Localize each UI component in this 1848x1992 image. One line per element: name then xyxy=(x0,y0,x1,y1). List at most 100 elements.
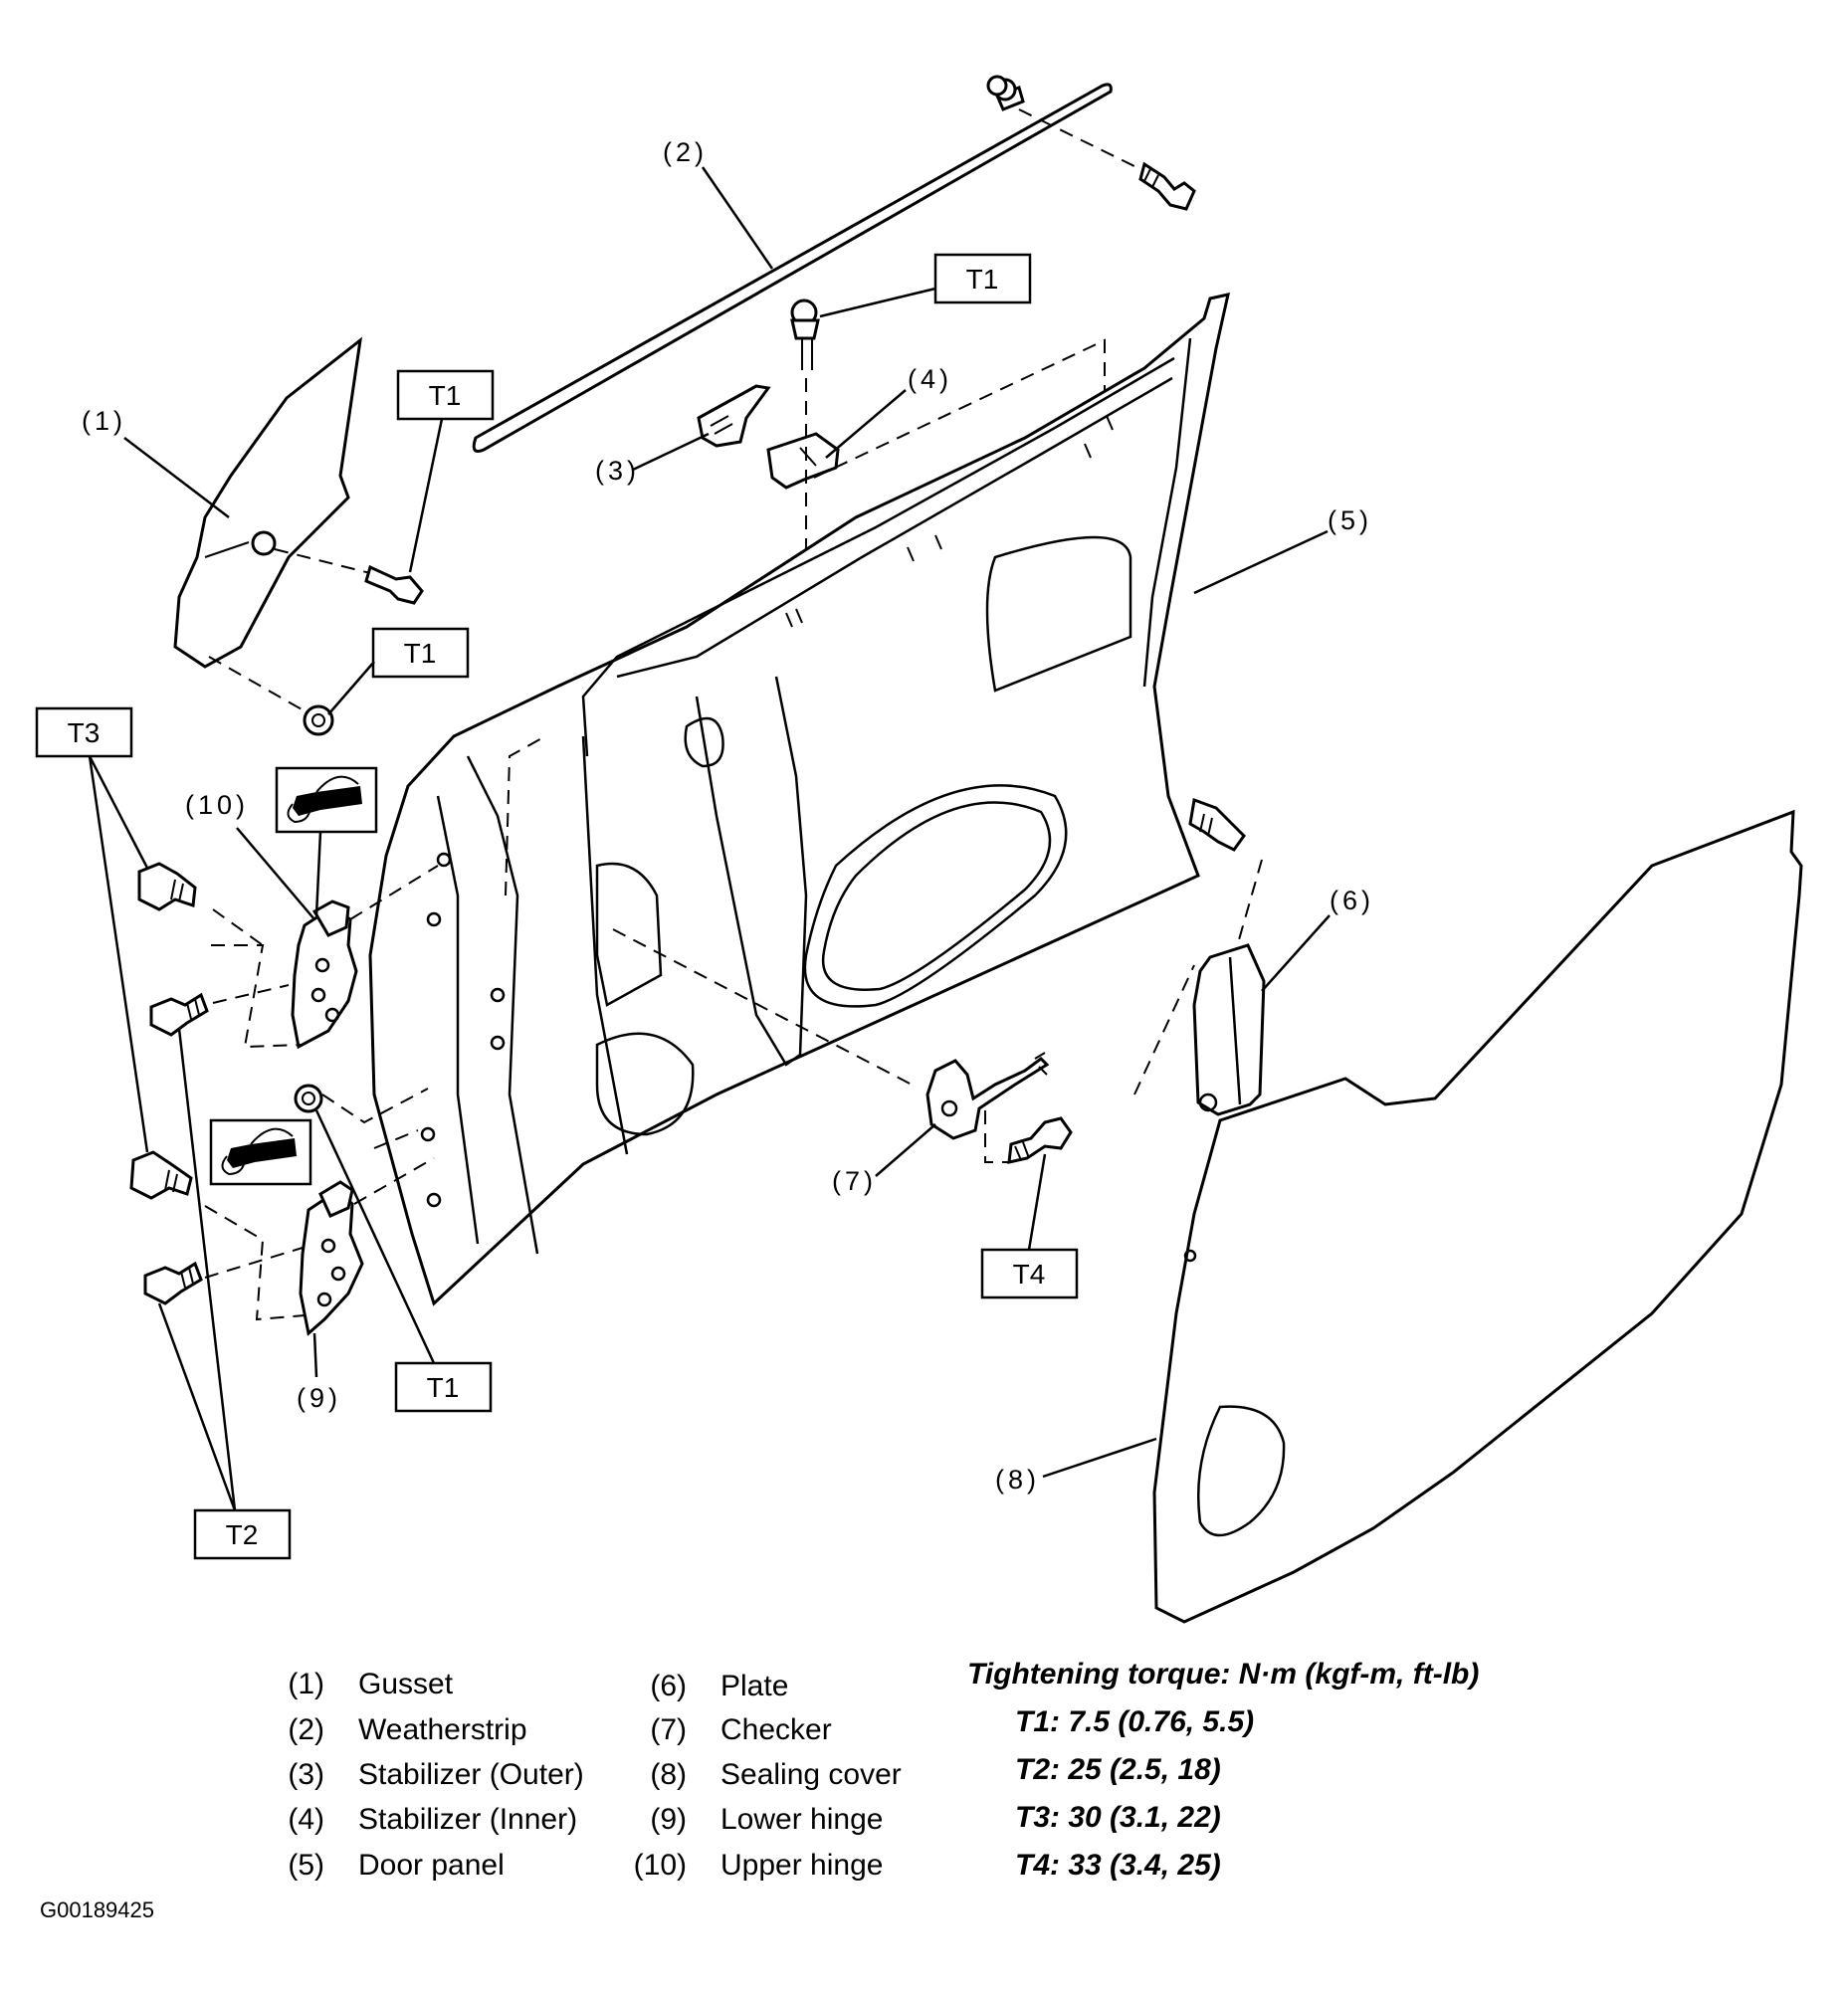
hinge-bolt-upper-1 xyxy=(137,862,197,911)
alignment-line-checker-bolt xyxy=(984,1110,1011,1163)
leader-line-t1-a xyxy=(408,418,444,573)
leader-line-3 xyxy=(632,432,710,472)
callout-5: (5) xyxy=(1328,505,1372,535)
callout-8: (8) xyxy=(995,1465,1040,1494)
torque-label-t2: T2 xyxy=(226,1519,259,1550)
torque-box-t1-gusset-lower xyxy=(371,627,470,679)
legend-num: (2) xyxy=(288,1713,324,1746)
stabilizer-outer-part xyxy=(697,384,771,448)
leader-line-t3-b xyxy=(88,755,149,1153)
legend-name: Plate xyxy=(720,1670,789,1702)
leader-line-8 xyxy=(1042,1437,1157,1479)
callout-3: (3) xyxy=(595,456,640,486)
lower-hinge-part xyxy=(299,1180,364,1336)
callout-6: (6) xyxy=(1330,886,1374,915)
alignment-line-upper-hinge xyxy=(211,944,304,1049)
callout-9: (9) xyxy=(297,1383,341,1413)
legend-num: (7) xyxy=(650,1713,687,1746)
callout-10: (10) xyxy=(185,790,249,820)
callout-7: (7) xyxy=(832,1166,877,1196)
torque-box-t1-stabilizer xyxy=(933,253,1032,304)
torque-spec-t3: T3: 30 (3.1, 22) xyxy=(1015,1801,1221,1834)
leader-line-6 xyxy=(1261,914,1331,992)
hinge-bolt-lower-1 xyxy=(129,1150,193,1200)
checker-part xyxy=(925,1052,1050,1140)
legend-num: (3) xyxy=(288,1758,324,1791)
legend-name: Gusset xyxy=(358,1668,454,1700)
plate-part xyxy=(1133,797,1266,1116)
alignment-line-lower-hinge xyxy=(204,1205,306,1321)
legend-num: (4) xyxy=(288,1803,324,1836)
callout-2: (2) xyxy=(663,137,708,167)
sealing-cover-part xyxy=(1152,809,1803,1624)
door-panel-part xyxy=(368,293,1230,1306)
callout-1: (1) xyxy=(82,406,126,436)
alignment-line-plate xyxy=(1133,964,1195,1096)
callout-4: (4) xyxy=(908,364,952,394)
torque-box-t2 xyxy=(193,1508,292,1560)
upper-hinge-part xyxy=(291,899,358,1050)
torque-label-t1: T1 xyxy=(427,1372,460,1403)
legend-name: Weatherstrip xyxy=(358,1713,527,1746)
hinge-bolt-upper-2 xyxy=(149,992,209,1037)
leader-line-t1-c xyxy=(819,287,936,318)
legend-name: Stabilizer (Inner) xyxy=(358,1803,578,1836)
torque-label-t4: T4 xyxy=(1013,1259,1046,1290)
weatherstrip-part xyxy=(472,75,1196,453)
legend-num: (9) xyxy=(650,1803,687,1836)
stabilizer-inner-part xyxy=(766,299,840,490)
leader-line-t1-d xyxy=(314,1109,436,1364)
torque-label-t3: T3 xyxy=(68,717,101,748)
leader-line-4 xyxy=(825,389,907,459)
alignment-line-nut xyxy=(321,1088,429,1124)
leader-line-9 xyxy=(312,1332,318,1378)
torque-box-t3 xyxy=(35,706,133,758)
torque-spec-t1: T1: 7.5 (0.76, 5.5) xyxy=(1015,1705,1255,1738)
legend-num: (6) xyxy=(650,1670,687,1702)
hinge-bolt-lower-2 xyxy=(143,1261,203,1305)
alignment-line-plate-bolt xyxy=(1233,859,1263,958)
torque-label-t1: T1 xyxy=(404,638,437,669)
torque-box-t1-hinge xyxy=(394,1361,493,1413)
legend-name: Upper hinge xyxy=(720,1849,884,1882)
torque-spec-title: Tightening torque: N·m (kgf-m, ft-lb) xyxy=(967,1658,1480,1691)
leader-line-t2-a xyxy=(177,1028,237,1511)
grease-symbol-upper-icon xyxy=(275,766,378,916)
figure-id: G00189425 xyxy=(40,1897,154,1922)
leader-line-t2-b xyxy=(157,1302,237,1511)
legend-name: Checker xyxy=(720,1713,832,1746)
legend-name: Door panel xyxy=(358,1849,505,1882)
hinge-nut xyxy=(294,1084,323,1113)
leader-line-10 xyxy=(236,827,315,920)
checker-bolt xyxy=(1007,1116,1073,1164)
leader-line-t4 xyxy=(1027,1153,1047,1251)
alignment-line-lower-hinge-door xyxy=(353,1157,435,1205)
legend-num: (10) xyxy=(633,1849,687,1882)
alignment-line-upper-bolt-2 xyxy=(212,984,290,1004)
alignment-line-upper-hinge-door xyxy=(349,865,439,920)
alignment-line-upper-bolt xyxy=(212,908,264,946)
alignment-line-door-edge xyxy=(505,735,546,896)
torque-label-t1: T1 xyxy=(966,264,999,295)
torque-label-t1: T1 xyxy=(429,380,462,411)
legend-num: (8) xyxy=(650,1758,687,1791)
legend-num: (5) xyxy=(288,1849,324,1882)
leader-line-1 xyxy=(123,437,230,518)
leader-line-t1-b xyxy=(327,661,375,715)
gusset-part xyxy=(173,336,424,736)
alignment-line-lower-bolt xyxy=(204,1247,304,1279)
torque-spec-t2: T2: 25 (2.5, 18) xyxy=(1015,1753,1221,1786)
alignment-line-checker xyxy=(612,928,917,1088)
leader-line-2 xyxy=(701,166,774,270)
torque-box-t1-gusset-upper xyxy=(396,369,495,421)
legend-num: (1) xyxy=(288,1668,324,1700)
alignment-line-nut-2 xyxy=(373,1129,419,1149)
grease-symbol-lower-icon xyxy=(209,1118,312,1186)
legend-name: Lower hinge xyxy=(720,1803,884,1836)
leader-line-7 xyxy=(875,1123,936,1177)
leader-line-5 xyxy=(1193,529,1329,595)
leader-line-t3-a xyxy=(88,755,153,877)
torque-spec-t4: T4: 33 (3.4, 25) xyxy=(1015,1849,1221,1882)
legend-name: Stabilizer (Outer) xyxy=(358,1758,584,1791)
